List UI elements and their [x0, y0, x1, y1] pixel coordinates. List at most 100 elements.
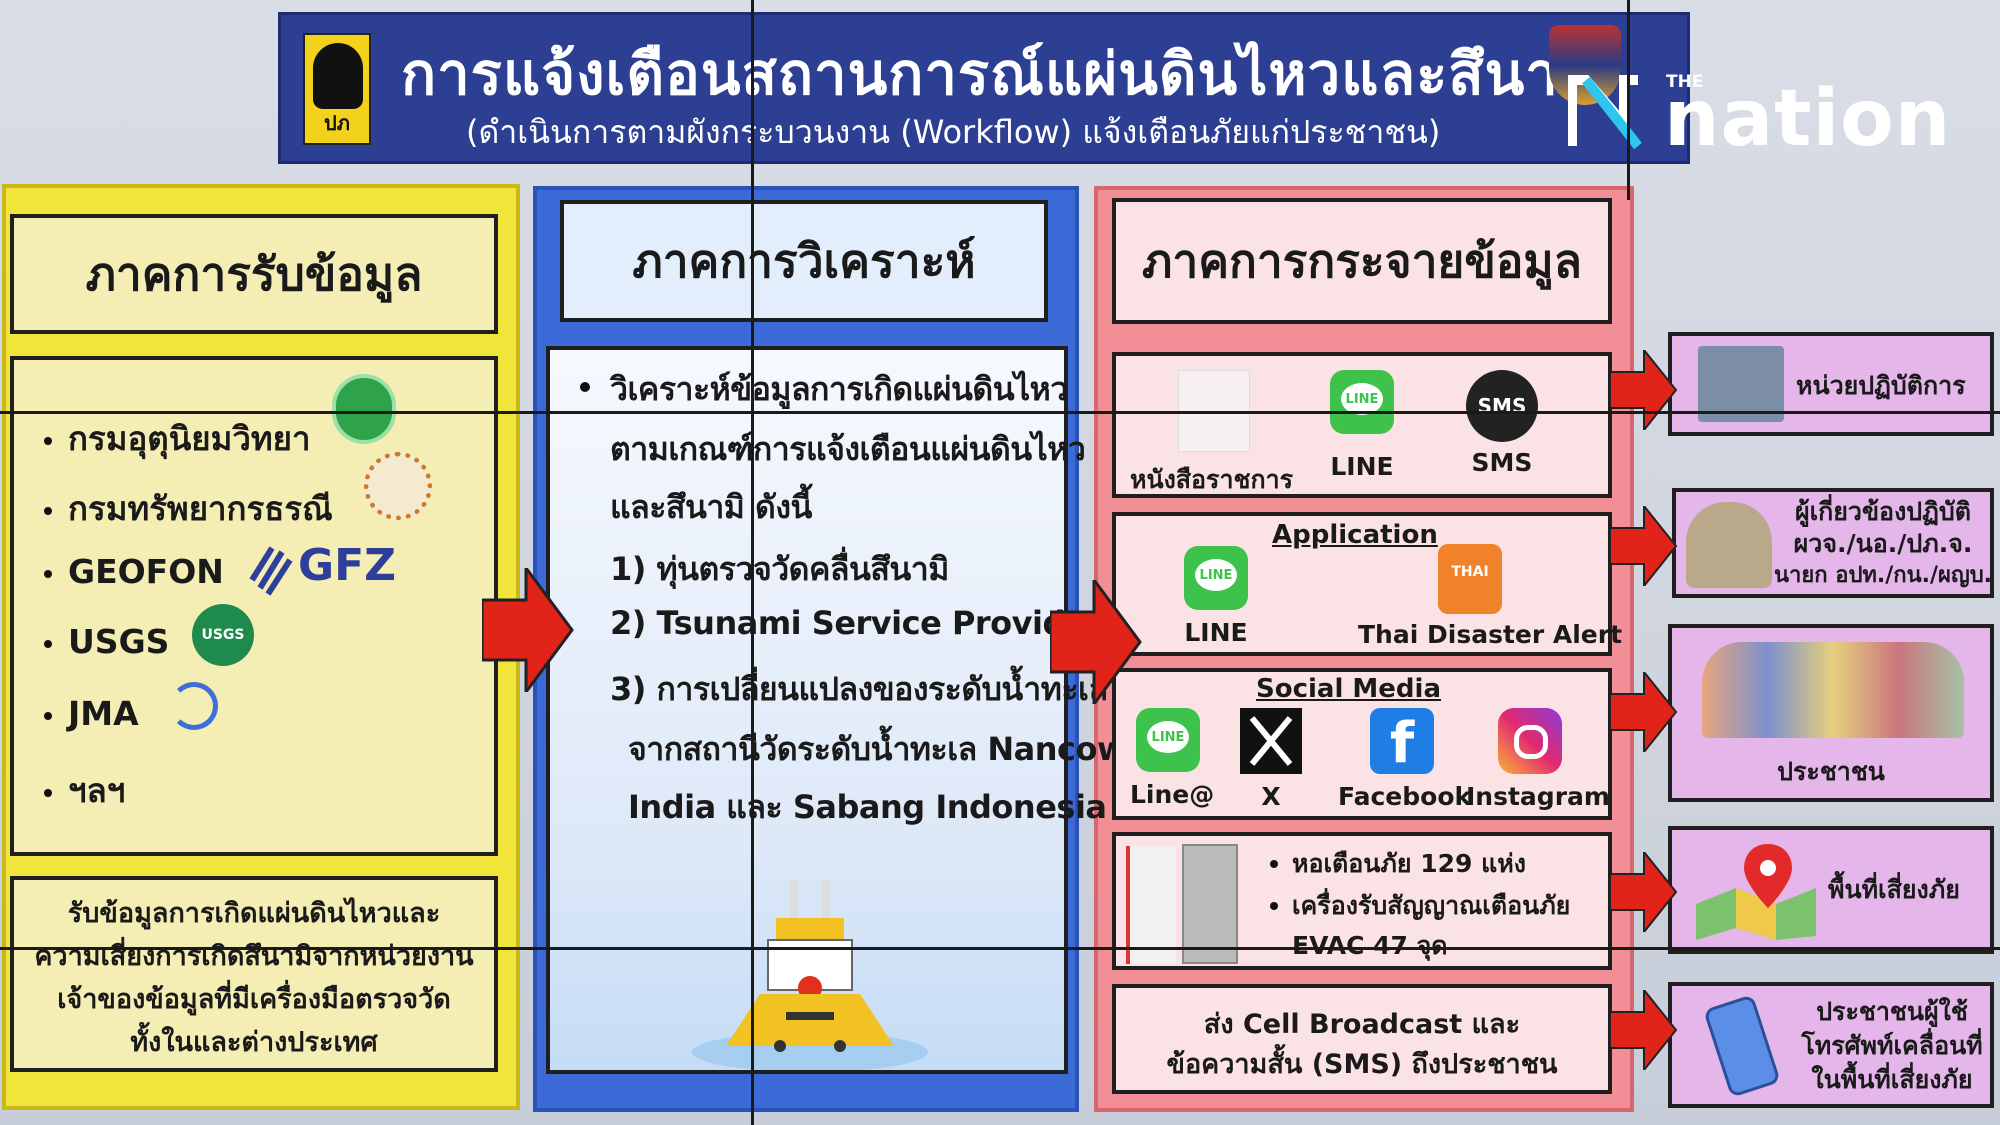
source-geofon: GEOFON — [44, 552, 224, 591]
hand-icon — [313, 43, 363, 109]
channel-box: หนังสือราชการ LINE LINE SMS SMS — [1112, 352, 1612, 498]
recipient-ops-unit: หน่วยปฏิบัติการ — [1668, 332, 1994, 436]
source-usgs: USGS — [44, 622, 169, 661]
brand-name: nation — [1664, 74, 1952, 164]
dmr-logo-icon — [364, 452, 432, 520]
jma-logo-icon — [170, 682, 218, 730]
header-banner: ปภ การแจ้งเตือนสถานการณ์แผ่นดินไหวและสึน… — [278, 12, 1690, 164]
recipient-label: ประชาชน — [1777, 757, 1885, 786]
analysis-line: 2) Tsunami Service Providers — [610, 604, 1120, 642]
social-x-label: X — [1261, 782, 1281, 811]
social-media-title: Social Media — [1256, 674, 1441, 704]
people-crowd-icon — [1702, 642, 1964, 738]
instagram-icon — [1498, 708, 1562, 774]
recipient-label: หน่วยปฏิบัติการ — [1796, 371, 1966, 400]
flow-arrow-receive-to-analysis — [482, 568, 574, 692]
tower-line: หอเตือนภัย 129 แห่ง — [1292, 849, 1526, 878]
recipient-mobile-users: ประชาชนผู้ใช้ โทรศัพท์เคลื่อนที่ ในพื้นท… — [1668, 982, 1994, 1108]
brand-the: THE — [1666, 72, 1704, 92]
source-dmr: กรมทรัพยากรธรณี — [44, 482, 333, 535]
recipient-public: ประชาชน — [1668, 624, 1994, 802]
recipient-label: ประชาชนผู้ใช้ — [1816, 997, 1968, 1026]
analysis-line: จากสถานีวัดระดับน้ำทะเล Nancowry — [628, 730, 1162, 768]
receive-note-line: เจ้าของข้อมูลที่มีเครื่องมือตรวจวัด — [57, 984, 451, 1015]
usgs-logo-icon: USGS — [192, 604, 254, 666]
recipient-label: ผู้เกี่ยวข้องปฏิบัติ — [1794, 497, 1972, 526]
dpm-logo-text: ปภ — [324, 111, 350, 135]
application-box: Application LINE LINE THAI Thai Disaster… — [1112, 512, 1623, 656]
flow-arrow-to-public — [1610, 672, 1678, 752]
page-title: การแจ้งเตือนสถานการณ์แผ่นดินไหวและสึนามิ — [401, 40, 1599, 108]
x-icon — [1240, 708, 1302, 774]
broadcast-line: ข้อความสั้น (SMS) ถึงประชาชน — [1166, 1049, 1558, 1080]
bullet — [1270, 860, 1278, 868]
broadcast-line: ส่ง Cell Broadcast และ — [1203, 1009, 1521, 1040]
dpm-logo: ปภ — [303, 33, 371, 145]
social-facebook-label: Facebook — [1338, 782, 1472, 811]
mobile-phone-icon — [1703, 994, 1781, 1098]
bullet — [1270, 902, 1278, 910]
analysis-criteria-box: วิเคราะห์ข้อมูลการเกิดแผ่นดินไหว ตามเกณฑ… — [546, 346, 1162, 1074]
recipient-label: ในพื้นที่เสี่ยงภัย — [1811, 1065, 1973, 1094]
operations-room-icon — [1698, 346, 1784, 422]
tower-line: เครื่องรับสัญญาณเตือนภัย — [1292, 891, 1571, 920]
channel-line-label: LINE — [1330, 452, 1394, 481]
receive-note: รับข้อมูลการเกิดแผ่นดินไหวและ ความเสี่ยง… — [10, 876, 498, 1072]
receive-heading: ภาคการรับข้อมูล — [10, 214, 498, 334]
recipient-label: โทรศัพท์เคลื่อนที่ — [1801, 1031, 1983, 1060]
flow-arrow-to-ops — [1610, 350, 1678, 430]
recipient-officials: ผู้เกี่ยวข้องปฏิบัติ ผวจ./นอ./ปภ.จ. นายก… — [1672, 488, 1994, 598]
social-media-box: Social Media LINE Line@ X f Facebook Ins… — [1112, 668, 1612, 820]
screen-seam — [0, 411, 2000, 414]
sms-icon: SMS — [1466, 370, 1538, 442]
analysis-line: วิเคราะห์ข้อมูลการเกิดแผ่นดินไหว — [610, 370, 1068, 408]
source-tmd: กรมอุตุนิยมวิทยา — [44, 412, 311, 465]
flow-arrow-to-mobile-users — [1610, 990, 1678, 1070]
recipient-risk-area: พื้นที่เสี่ยงภัย — [1668, 826, 1994, 954]
source-jma: JMA — [44, 694, 139, 733]
analysis-line: ตามเกณฑ์การแจ้งเตือนแผ่นดินไหว — [610, 430, 1086, 468]
evac-receiver-icon — [1182, 844, 1238, 964]
line-app-icon: LINE — [1184, 546, 1248, 610]
receive-source-list: กรมอุตุนิยมวิทยา กรมทรัพยากรธรณี GEOFON … — [10, 356, 498, 856]
social-instagram-label: Instagram — [1466, 782, 1610, 811]
officials-group-icon — [1686, 502, 1772, 588]
nation-n-icon — [1568, 75, 1642, 150]
app-tda-label: Thai Disaster Alert — [1358, 620, 1623, 649]
thai-disaster-alert-icon: THAI — [1438, 544, 1502, 614]
application-title: Application — [1272, 520, 1438, 550]
flow-arrow-analysis-to-distribution — [1050, 580, 1142, 704]
analysis-heading: ภาคการวิเคราะห์ — [560, 200, 1048, 322]
flow-arrow-to-risk-area — [1610, 852, 1678, 932]
facebook-icon: f — [1370, 708, 1434, 776]
screen-seam — [0, 947, 2000, 950]
flow-arrow-to-officials — [1610, 506, 1678, 586]
line-at-icon: LINE — [1136, 708, 1200, 772]
tmd-logo-icon — [332, 374, 396, 444]
app-line-label: LINE — [1184, 618, 1248, 647]
distribution-heading: ภาคการกระจายข้อมูล — [1112, 198, 1612, 324]
analysis-line: India และ Sabang Indonesia — [628, 788, 1107, 826]
recipient-label: ผวจ./นอ./ปภ.จ. — [1793, 529, 1973, 558]
channel-official-label: หนังสือราชการ — [1130, 465, 1294, 494]
source-etc: ฯลฯ — [44, 764, 125, 817]
line-icon: LINE — [1330, 370, 1394, 434]
social-lineat-label: Line@ — [1130, 780, 1215, 809]
screen-seam — [1627, 0, 1630, 200]
receive-note-line: รับข้อมูลการเกิดแผ่นดินไหวและ — [67, 898, 441, 929]
analysis-line: 1) ทุ่นตรวจวัดคลื่นสึนามิ — [610, 550, 949, 588]
tower-line: EVAC 47 จุด — [1292, 931, 1448, 960]
warning-tower-icon — [1126, 846, 1176, 964]
cell-broadcast-box: ส่ง Cell Broadcast และ ข้อความสั้น (SMS)… — [1112, 984, 1612, 1094]
tsunami-buoy-icon — [692, 880, 928, 1070]
analysis-line: 3) การเปลี่ยนแปลงของระดับน้ำทะเล — [610, 670, 1108, 708]
nation-brand-logo: THE nation — [1560, 62, 1950, 164]
receive-note-line: ทั้งในและต่างประเทศ — [130, 1027, 378, 1058]
analysis-line: และสึนามิ ดังนี้ — [610, 488, 812, 526]
map-pin-icon — [1696, 844, 1816, 940]
channel-sms-label: SMS — [1471, 448, 1533, 477]
bullet — [580, 382, 590, 392]
recipient-label: นายก อปท./กน./ผญบ. — [1773, 563, 1993, 588]
page-subtitle: (ดำเนินการตามผังกระบวนงาน (Workflow) แจ้… — [466, 113, 1441, 151]
recipient-label: พื้นที่เสี่ยงภัย — [1828, 875, 1960, 904]
